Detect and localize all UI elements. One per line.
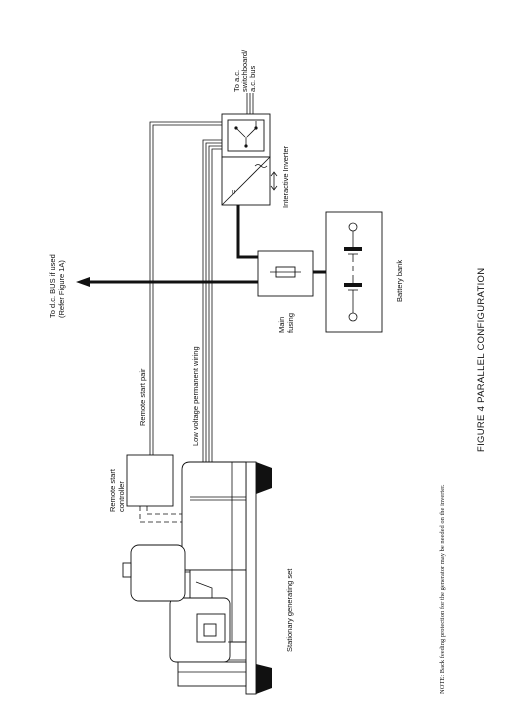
fuel-cap [122,562,132,578]
engine-sump [177,661,247,687]
bidirectional-arrow-icon [270,171,278,191]
remote-start-pair-label: Remote start pair [138,368,147,426]
generating-set [122,461,272,695]
dc-bus-arrow-icon [76,277,90,287]
gen-base-frame [245,461,257,695]
remote-start-controller-label: Remote start controller [108,467,126,512]
transfer-switch-symbol [234,121,258,148]
inverter-diagonal [221,156,271,206]
figure-caption: FIGURE 4 PARALLEL CONFIGURATION [476,268,487,452]
alternator-body [181,461,247,571]
interactive-inverter-label: Interactive Inverter [281,145,290,208]
main-fusing-label: Main fusing [277,313,295,333]
remote-start-pair-line-1 [149,121,222,455]
control-dashed-line-1 [139,506,182,523]
remote-start-controller-box [126,454,174,507]
anti-vibration-mount-bottom [256,664,272,694]
lv-wiring-line-2 [205,142,222,462]
remote-start-pair-line-2 [152,124,222,455]
inverter-to-fuse-cable [236,205,258,259]
inverter-ac-symbol [254,164,268,168]
lv-wiring-line-3 [208,145,222,462]
lv-wiring-line-1 [202,139,222,462]
low-voltage-wiring-label: Low voltage permanent wiring [191,346,200,446]
control-dashed-line-2 [146,506,182,515]
ac-switchboard-label: To a.c. switchboard/ a.c. bus [232,48,257,92]
battery-bank-box [325,211,383,333]
battery-icon [344,222,362,322]
battery-bank-label: Battery bank [395,260,404,302]
dc-bus-label: To d.c. BUS if used (Refer Figure 1A) [48,252,66,318]
fuel-tank [130,544,186,602]
anti-vibration-mount-top [256,462,272,494]
engine-panel-inner [203,623,217,637]
inverter-dc-symbol: = [229,189,238,194]
lv-wiring-line-4 [211,148,222,462]
generating-set-label: Stationary generating set [285,568,294,652]
figure-note: NOTE: Back feeding protection for the ge… [439,484,446,694]
